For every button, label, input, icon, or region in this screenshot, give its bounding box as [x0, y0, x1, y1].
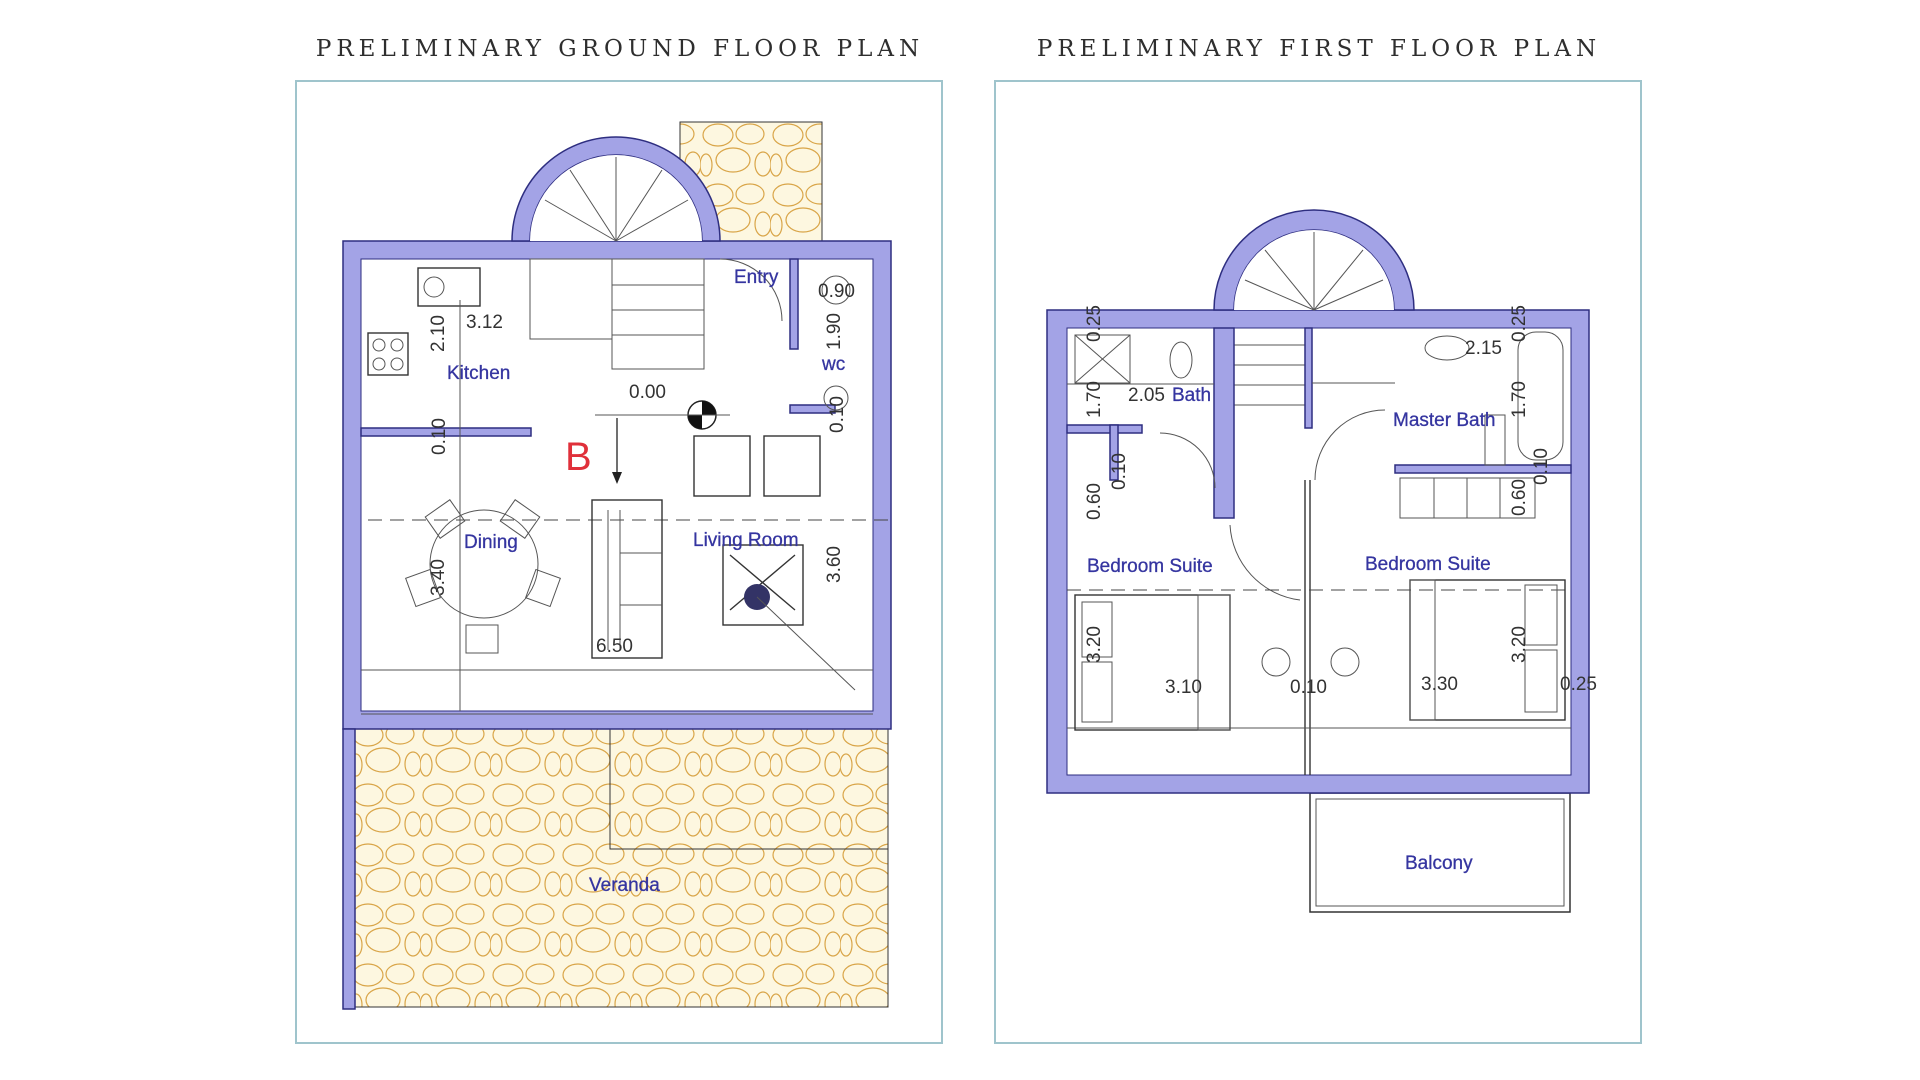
- dim-label: 3.40: [428, 559, 449, 596]
- entry-door-swing: [719, 258, 783, 322]
- basin-icon: [823, 385, 849, 411]
- dim-label: 2.10: [428, 315, 449, 352]
- sofa: [591, 499, 663, 659]
- section-marker-b: B: [565, 435, 592, 479]
- dim-label: 3.30: [1421, 674, 1458, 695]
- dim-label: 0.10: [1531, 448, 1552, 485]
- dim-label: 0.90: [818, 281, 855, 302]
- room-label-veranda: Veranda: [589, 875, 660, 896]
- kitchen-partition: [360, 427, 532, 437]
- shower-icon: [1074, 334, 1131, 384]
- dim-label: 0.25: [1084, 305, 1105, 342]
- armchair: [763, 435, 821, 497]
- dim-label: 0.25: [1509, 305, 1530, 342]
- dim-label: 3.12: [466, 312, 503, 333]
- toilet-icon: [1169, 341, 1193, 379]
- dim-label: 0.25: [1560, 674, 1597, 695]
- ground-floor-title: PRELIMINARY GROUND FLOOR PLAN: [315, 36, 925, 62]
- coffee-table: [722, 544, 804, 626]
- dim-label: 3.20: [1509, 626, 1530, 663]
- dim-label: 1.90: [824, 313, 845, 350]
- dim-label: 0.60: [1084, 483, 1105, 520]
- dim-label: 0.10: [1290, 677, 1327, 698]
- room-label-master-bath: Master Bath: [1393, 410, 1495, 431]
- sink-icon: [417, 267, 481, 307]
- dim-label: 0.60: [1509, 479, 1530, 516]
- room-label-dining: Dining: [464, 532, 518, 553]
- room-label-kitchen: Kitchen: [447, 363, 510, 384]
- dim-label: 6.50: [596, 636, 633, 657]
- chair-icon: [1330, 647, 1360, 677]
- veranda-paving: [354, 728, 889, 1008]
- ground-floor-plan: Entry wc Kitchen Dining Living Room Vera…: [342, 121, 892, 1010]
- room-label-balcony: Balcony: [1405, 853, 1473, 874]
- level-marker: [595, 400, 730, 484]
- dim-label: 3.60: [824, 546, 845, 583]
- dim-label: 1.70: [1084, 381, 1105, 418]
- armchair: [693, 435, 751, 497]
- balcony: [1309, 792, 1571, 913]
- room-label-bedroom-suite: Bedroom Suite: [1365, 554, 1491, 575]
- toilet-icon: [821, 275, 851, 305]
- dim-label: 3.10: [1165, 677, 1202, 698]
- first-floor-title: PRELIMINARY FIRST FLOOR PLAN: [1036, 36, 1602, 62]
- spiral-stair: [1234, 232, 1384, 406]
- hob-icon: [367, 332, 409, 376]
- dim-label: 2.05: [1128, 385, 1165, 406]
- room-label-bath: Bath: [1172, 385, 1211, 406]
- dim-label: 3.20: [1084, 626, 1105, 663]
- ground-floor-frame: [295, 80, 943, 1044]
- dining-table: [405, 499, 561, 654]
- room-label-living-room: Living Room: [693, 530, 799, 551]
- floor-level: 0.00: [629, 382, 666, 403]
- basin-icon: [1424, 335, 1470, 361]
- first-floor-plan: Bath Bedroom Suite Master Bath Bedroom S…: [1046, 209, 1597, 913]
- bathtub-icon: [1517, 331, 1564, 461]
- room-label-entry: Entry: [734, 267, 779, 288]
- room-label-wc: wc: [821, 354, 845, 375]
- dim-label: 0.10: [1109, 453, 1130, 490]
- bed: [1074, 594, 1231, 731]
- dim-label: 0.10: [429, 418, 450, 455]
- dim-label: 0.10: [827, 396, 848, 433]
- dim-label: 2.15: [1465, 338, 1502, 359]
- bed: [1409, 579, 1566, 721]
- spiral-stair: [529, 157, 705, 370]
- chair-icon: [1261, 647, 1291, 677]
- first-floor-frame: [994, 80, 1642, 1044]
- dim-label: 1.70: [1509, 381, 1530, 418]
- room-label-bedroom-suite: Bedroom Suite: [1087, 556, 1213, 577]
